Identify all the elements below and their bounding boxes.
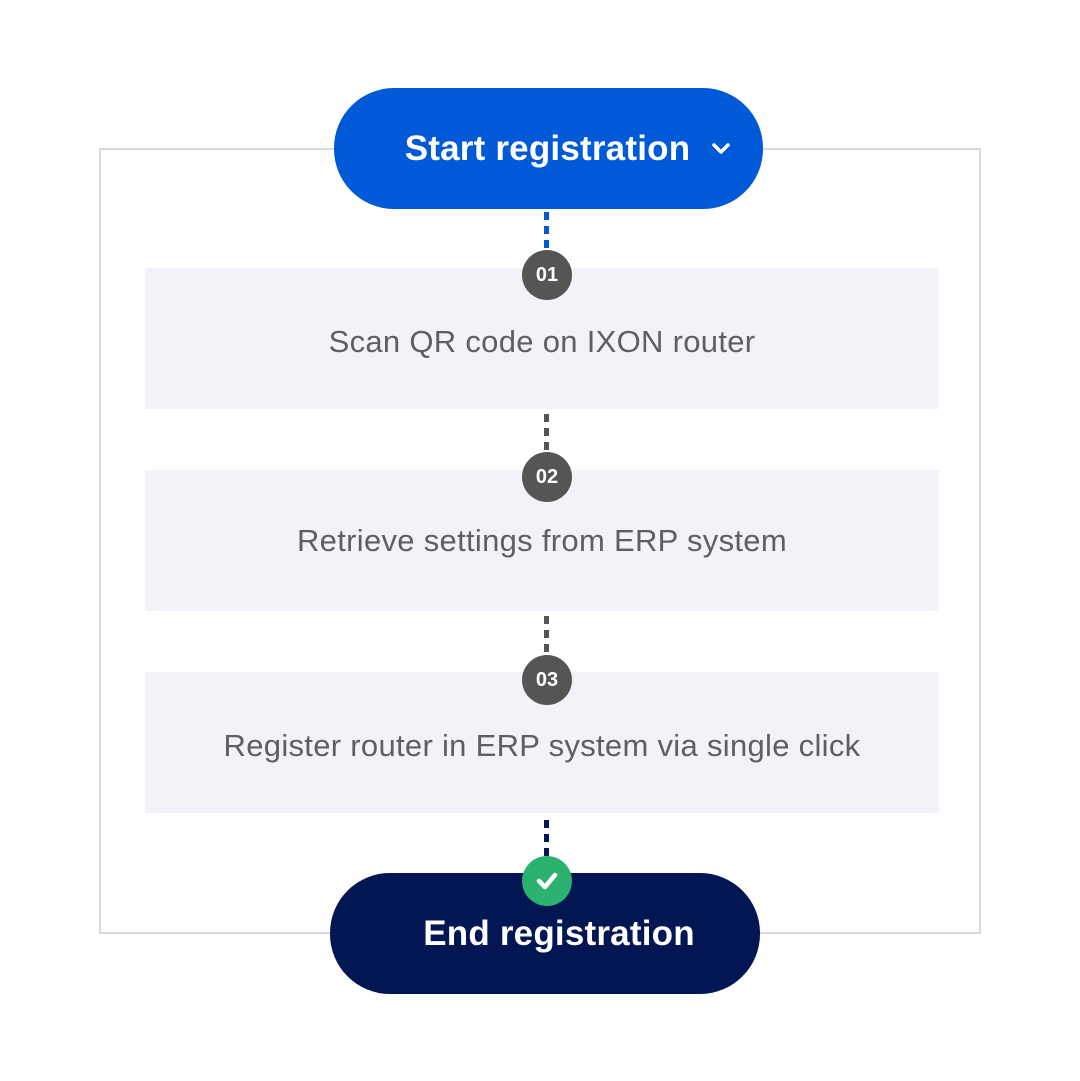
connector-step-2-3 (544, 616, 549, 664)
step-label: Register router in ERP system via single… (223, 727, 861, 763)
end-registration-label: End registration (423, 913, 695, 953)
step-number-badge: 02 (522, 452, 572, 502)
start-registration-button[interactable]: Start registration (334, 88, 763, 209)
step-box: Retrieve settings from ERP system (145, 470, 939, 611)
step-label: Scan QR code on IXON router (328, 323, 756, 359)
check-icon (522, 856, 572, 906)
start-registration-label: Start registration (404, 128, 691, 168)
step-label: Retrieve settings from ERP system (297, 522, 787, 558)
end-registration-button[interactable]: End registration (330, 873, 760, 994)
step-number-badge: 01 (522, 250, 572, 300)
chevron-down-icon (712, 142, 731, 154)
step-box: Scan QR code on IXON router (145, 268, 939, 409)
connector-step-1-2 (544, 414, 549, 462)
step-number-badge: 03 (522, 655, 572, 705)
connector-start (544, 212, 549, 260)
connector-end (544, 820, 549, 864)
